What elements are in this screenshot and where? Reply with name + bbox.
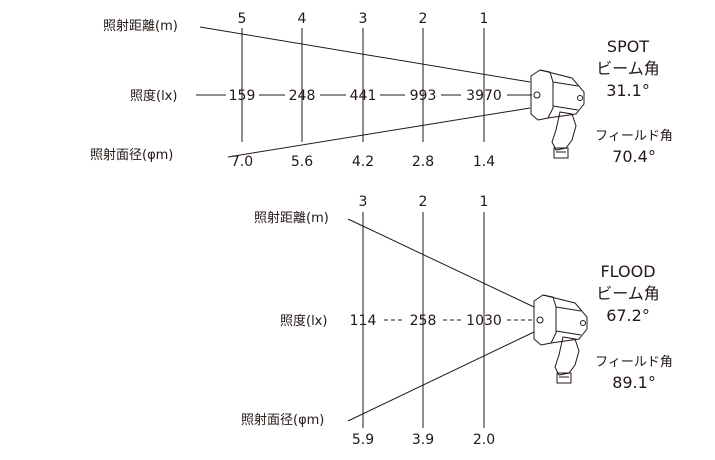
flood-beam-label: ビーム角 bbox=[596, 284, 660, 303]
spot-distance-value: 3 bbox=[359, 11, 368, 27]
flood-illuminance-label: 照度(lx) bbox=[280, 313, 327, 329]
flood-distance-value: 3 bbox=[359, 194, 368, 210]
flood-diameter-value: 3.9 bbox=[412, 432, 434, 448]
flood-diameter-value: 2.0 bbox=[473, 432, 495, 448]
spot-beam-upper-line bbox=[199, 26, 531, 83]
spot-diameter-label: 照射面径(φm) bbox=[90, 147, 173, 163]
spot-distance-label: 照射距離(m) bbox=[103, 18, 178, 34]
flood-field-label: フィールド角 bbox=[595, 355, 673, 370]
flood-illuminance-value: 258 bbox=[410, 313, 437, 329]
spot-illuminance-value: 993 bbox=[410, 88, 437, 104]
flood-field-value: 89.1° bbox=[612, 373, 656, 392]
spot-field-value: 70.4° bbox=[612, 147, 656, 166]
flood-distance-value: 1 bbox=[480, 194, 489, 210]
flood-illuminance-value: 1030 bbox=[466, 313, 502, 329]
spot-distance-value: 5 bbox=[238, 11, 247, 27]
spot-diameter-value: 2.8 bbox=[412, 154, 434, 170]
spot-diameter-value: 1.4 bbox=[473, 154, 495, 170]
spot-diameter-value: 4.2 bbox=[352, 154, 374, 170]
spot-distance-value: 1 bbox=[480, 11, 489, 27]
spot-distance-value: 4 bbox=[298, 11, 307, 27]
spot-illuminance-value: 441 bbox=[350, 88, 377, 104]
flood-beam-value: 67.2° bbox=[606, 306, 650, 325]
spot-lamp-icon bbox=[530, 69, 585, 159]
spot-beam-label: ビーム角 bbox=[596, 59, 660, 78]
spot-illuminance-value: 3970 bbox=[466, 88, 502, 104]
flood-illuminance-value: 114 bbox=[350, 313, 377, 329]
spot-beam-value: 31.1° bbox=[606, 81, 650, 100]
flood-diameter-value: 5.9 bbox=[352, 432, 374, 448]
flood-beam-lower-line bbox=[347, 331, 535, 422]
flood-title: FLOOD bbox=[600, 262, 655, 281]
spot-diameter-value: 5.6 bbox=[291, 154, 313, 170]
spot-field-label: フィールド角 bbox=[595, 129, 673, 144]
flood-distance-label: 照射距離(m) bbox=[254, 210, 329, 226]
spot-illuminance-label: 照度(lx) bbox=[130, 88, 177, 104]
spot-illuminance-value: 159 bbox=[229, 88, 256, 104]
spot-title: SPOT bbox=[607, 37, 649, 56]
flood-diameter-label: 照射面径(φm) bbox=[241, 412, 324, 428]
spot-illuminance-value: 248 bbox=[289, 88, 316, 104]
spot-distance-value: 2 bbox=[419, 11, 428, 27]
flood-distance-value: 2 bbox=[419, 194, 428, 210]
spot-section: 照射距離(m) 照度(lx) 照射面径(φm) 5 4 3 2 1 159 24… bbox=[90, 11, 673, 170]
flood-lamp-icon bbox=[533, 294, 588, 384]
flood-beam-upper-line bbox=[347, 218, 535, 308]
spot-diameter-value: 7.0 bbox=[231, 154, 253, 170]
flood-section: 照射距離(m) 照度(lx) 照射面径(φm) 3 2 1 114 258 10… bbox=[241, 194, 673, 448]
spot-beam-lower-line bbox=[227, 107, 531, 158]
